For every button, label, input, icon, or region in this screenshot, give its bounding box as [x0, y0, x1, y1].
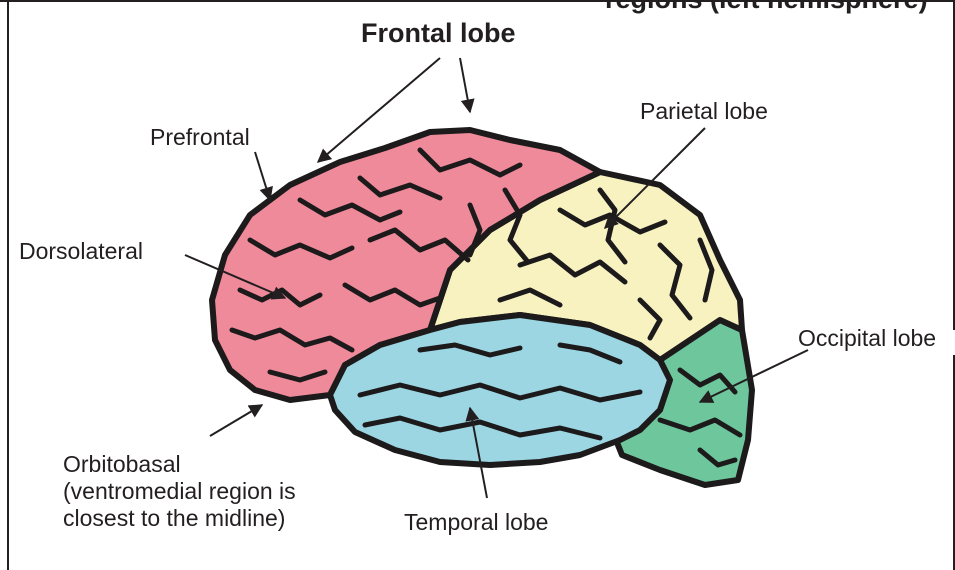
label-temporal-lobe: Temporal lobe: [404, 509, 548, 536]
label-parietal-lobe: Parietal lobe: [640, 98, 768, 125]
label-orbitobasal-line1: Orbitobasal: [63, 451, 353, 478]
arrow-prefrontal: [255, 152, 270, 200]
arrow-orbitobasal: [210, 405, 262, 436]
label-dorsolateral: Dorsolateral: [19, 238, 143, 265]
label-prefrontal: Prefrontal: [150, 124, 250, 151]
label-orbitobasal-line2: (ventromedial region is: [63, 478, 353, 505]
label-orbitobasal-line3: closest to the midline): [63, 505, 353, 532]
label-occipital-lobe: Occipital lobe: [798, 325, 936, 352]
arrow-frontal-right: [460, 58, 470, 112]
label-orbitobasal: Orbitobasal (ventromedial region is clos…: [63, 451, 353, 532]
label-frontal-lobe: Frontal lobe: [361, 20, 516, 47]
brain: [212, 130, 752, 485]
clipped-title: regions (left hemisphere): [605, 0, 928, 14]
